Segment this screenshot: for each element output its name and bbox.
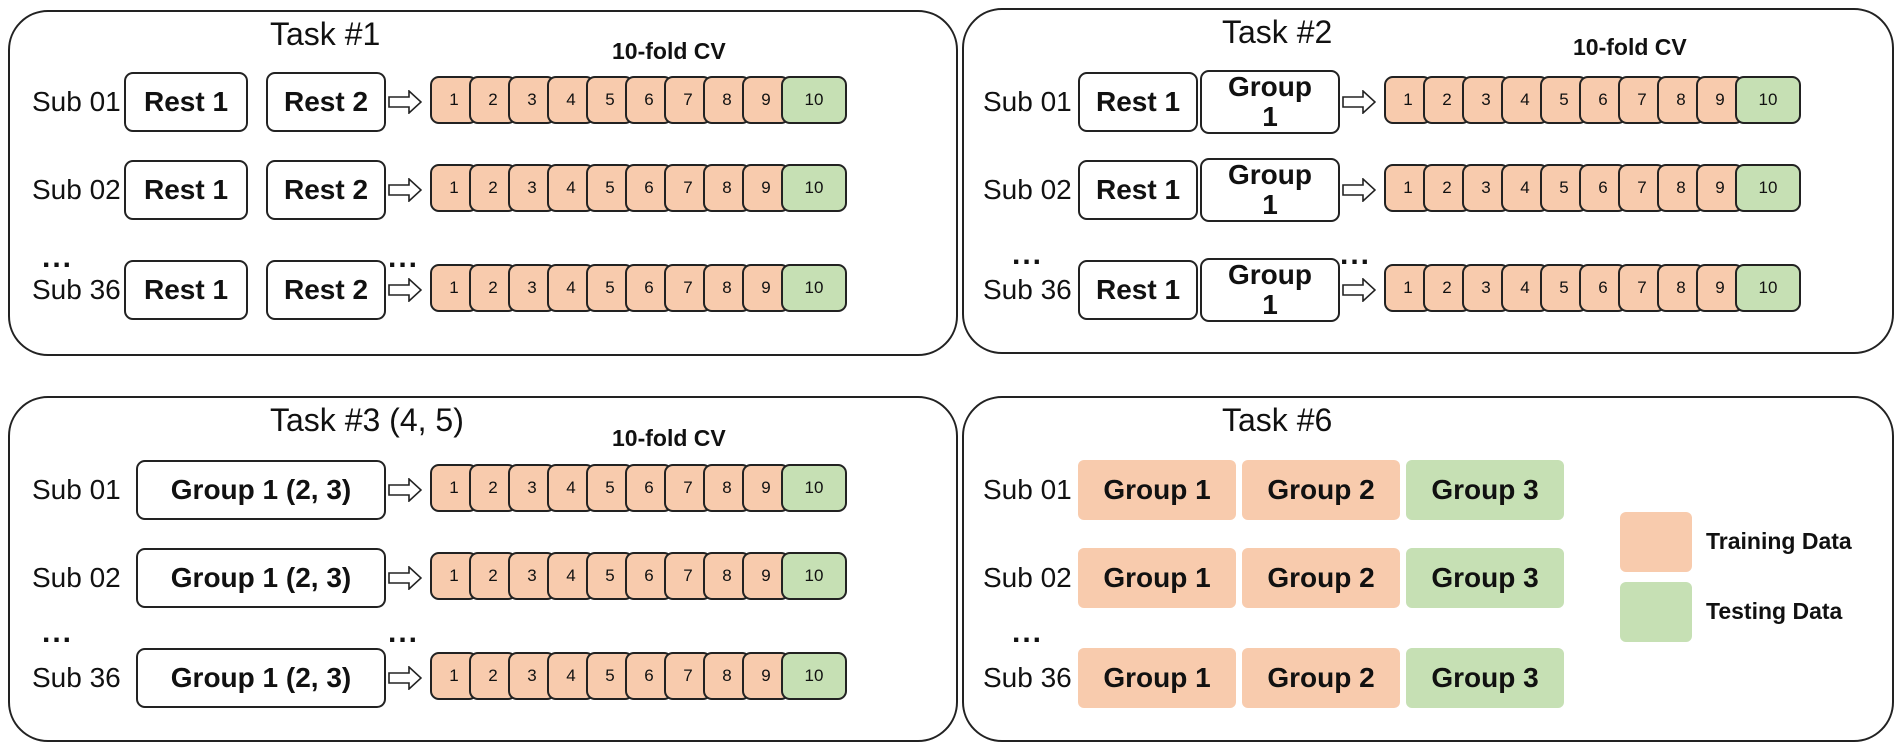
fold-10-testing: 10 bbox=[781, 264, 847, 312]
data-block-group-1-2-3: Group 1 (2, 3) bbox=[136, 648, 386, 708]
task-title: Task #2 bbox=[1222, 14, 1333, 50]
task-title: Task #6 bbox=[1222, 402, 1333, 438]
cv-label: 10-fold CV bbox=[612, 425, 726, 451]
subject-label: Sub 01 bbox=[983, 474, 1072, 505]
group-2-training: Group 2 bbox=[1242, 648, 1400, 708]
ellipsis-subjects: ... bbox=[1012, 238, 1044, 271]
data-block-group-1: Group 1 bbox=[1200, 70, 1340, 134]
data-block-rest-1: Rest 1 bbox=[124, 72, 248, 132]
data-block-rest-1: Rest 1 bbox=[124, 260, 248, 320]
ellipsis-rows: ... bbox=[388, 241, 420, 274]
subject-label: Sub 36 bbox=[983, 662, 1072, 693]
subject-label: Sub 36 bbox=[32, 662, 121, 693]
ellipsis-rows: ... bbox=[388, 616, 420, 649]
group-2-training: Group 2 bbox=[1242, 548, 1400, 608]
cv-label: 10-fold CV bbox=[1573, 34, 1687, 60]
group-2-training: Group 2 bbox=[1242, 460, 1400, 520]
legend-swatch-training bbox=[1620, 512, 1692, 572]
arrow-shape bbox=[388, 478, 422, 502]
arrow-shape bbox=[1342, 178, 1376, 202]
data-block-rest-1: Rest 1 bbox=[124, 160, 248, 220]
subject-label: Sub 36 bbox=[983, 274, 1072, 305]
data-block-group-1-2-3: Group 1 (2, 3) bbox=[136, 548, 386, 608]
right-arrow-icon bbox=[388, 478, 422, 502]
arrow-shape bbox=[1342, 278, 1376, 302]
right-arrow-icon bbox=[388, 90, 422, 114]
group-3-testing: Group 3 bbox=[1406, 648, 1564, 708]
group-1-training: Group 1 bbox=[1078, 648, 1236, 708]
arrow-shape bbox=[1342, 90, 1376, 114]
fold-10-testing: 10 bbox=[1735, 164, 1801, 212]
data-block-rest-1: Rest 1 bbox=[1078, 260, 1198, 320]
group-1-training: Group 1 bbox=[1078, 460, 1236, 520]
legend-label-testing: Testing Data bbox=[1706, 598, 1843, 624]
right-arrow-icon bbox=[388, 566, 422, 590]
group-1-training: Group 1 bbox=[1078, 548, 1236, 608]
ellipsis-rows: ... bbox=[1340, 238, 1372, 271]
data-block-group-1: Group 1 bbox=[1200, 158, 1340, 222]
arrow-shape bbox=[388, 278, 422, 302]
right-arrow-icon bbox=[1342, 90, 1376, 114]
data-block-rest-1: Rest 1 bbox=[1078, 72, 1198, 132]
arrow-shape bbox=[388, 178, 422, 202]
fold-10-testing: 10 bbox=[1735, 264, 1801, 312]
data-block-rest-2: Rest 2 bbox=[266, 160, 386, 220]
task-title: Task #1 bbox=[270, 16, 381, 52]
subject-label: Sub 02 bbox=[983, 174, 1072, 205]
subject-label: Sub 02 bbox=[983, 562, 1072, 593]
fold-10-testing: 10 bbox=[781, 76, 847, 124]
fold-10-testing: 10 bbox=[1735, 76, 1801, 124]
fold-5-training: 5 bbox=[586, 164, 634, 212]
fold-10-testing: 10 bbox=[781, 164, 847, 212]
arrow-shape bbox=[388, 90, 422, 114]
fold-10-testing: 10 bbox=[781, 552, 847, 600]
subject-label: Sub 02 bbox=[32, 562, 121, 593]
right-arrow-icon bbox=[388, 178, 422, 202]
group-3-testing: Group 3 bbox=[1406, 460, 1564, 520]
fold-10-testing: 10 bbox=[781, 464, 847, 512]
ellipsis-subjects: ... bbox=[42, 241, 74, 274]
data-block-group-1: Group 1 bbox=[1200, 258, 1340, 322]
subject-label: Sub 01 bbox=[32, 474, 121, 505]
cv-label: 10-fold CV bbox=[612, 38, 726, 64]
right-arrow-icon bbox=[388, 278, 422, 302]
subject-label: Sub 36 bbox=[32, 274, 121, 305]
legend-swatch-testing bbox=[1620, 582, 1692, 642]
task-title: Task #3 (4, 5) bbox=[270, 402, 464, 438]
data-block-rest-2: Rest 2 bbox=[266, 72, 386, 132]
right-arrow-icon bbox=[1342, 278, 1376, 302]
fold-10-testing: 10 bbox=[781, 652, 847, 700]
ellipsis-subjects: ... bbox=[1012, 616, 1044, 649]
data-block-rest-1: Rest 1 bbox=[1078, 160, 1198, 220]
arrow-shape bbox=[388, 666, 422, 690]
subject-label: Sub 01 bbox=[983, 86, 1072, 117]
subject-label: Sub 02 bbox=[32, 174, 121, 205]
ellipsis-subjects: ... bbox=[42, 616, 74, 649]
right-arrow-icon bbox=[1342, 178, 1376, 202]
legend-label-training: Training Data bbox=[1706, 528, 1852, 554]
right-arrow-icon bbox=[388, 666, 422, 690]
data-block-group-1-2-3: Group 1 (2, 3) bbox=[136, 460, 386, 520]
data-block-rest-2: Rest 2 bbox=[266, 260, 386, 320]
group-3-testing: Group 3 bbox=[1406, 548, 1564, 608]
subject-label: Sub 01 bbox=[32, 86, 121, 117]
arrow-shape bbox=[388, 566, 422, 590]
